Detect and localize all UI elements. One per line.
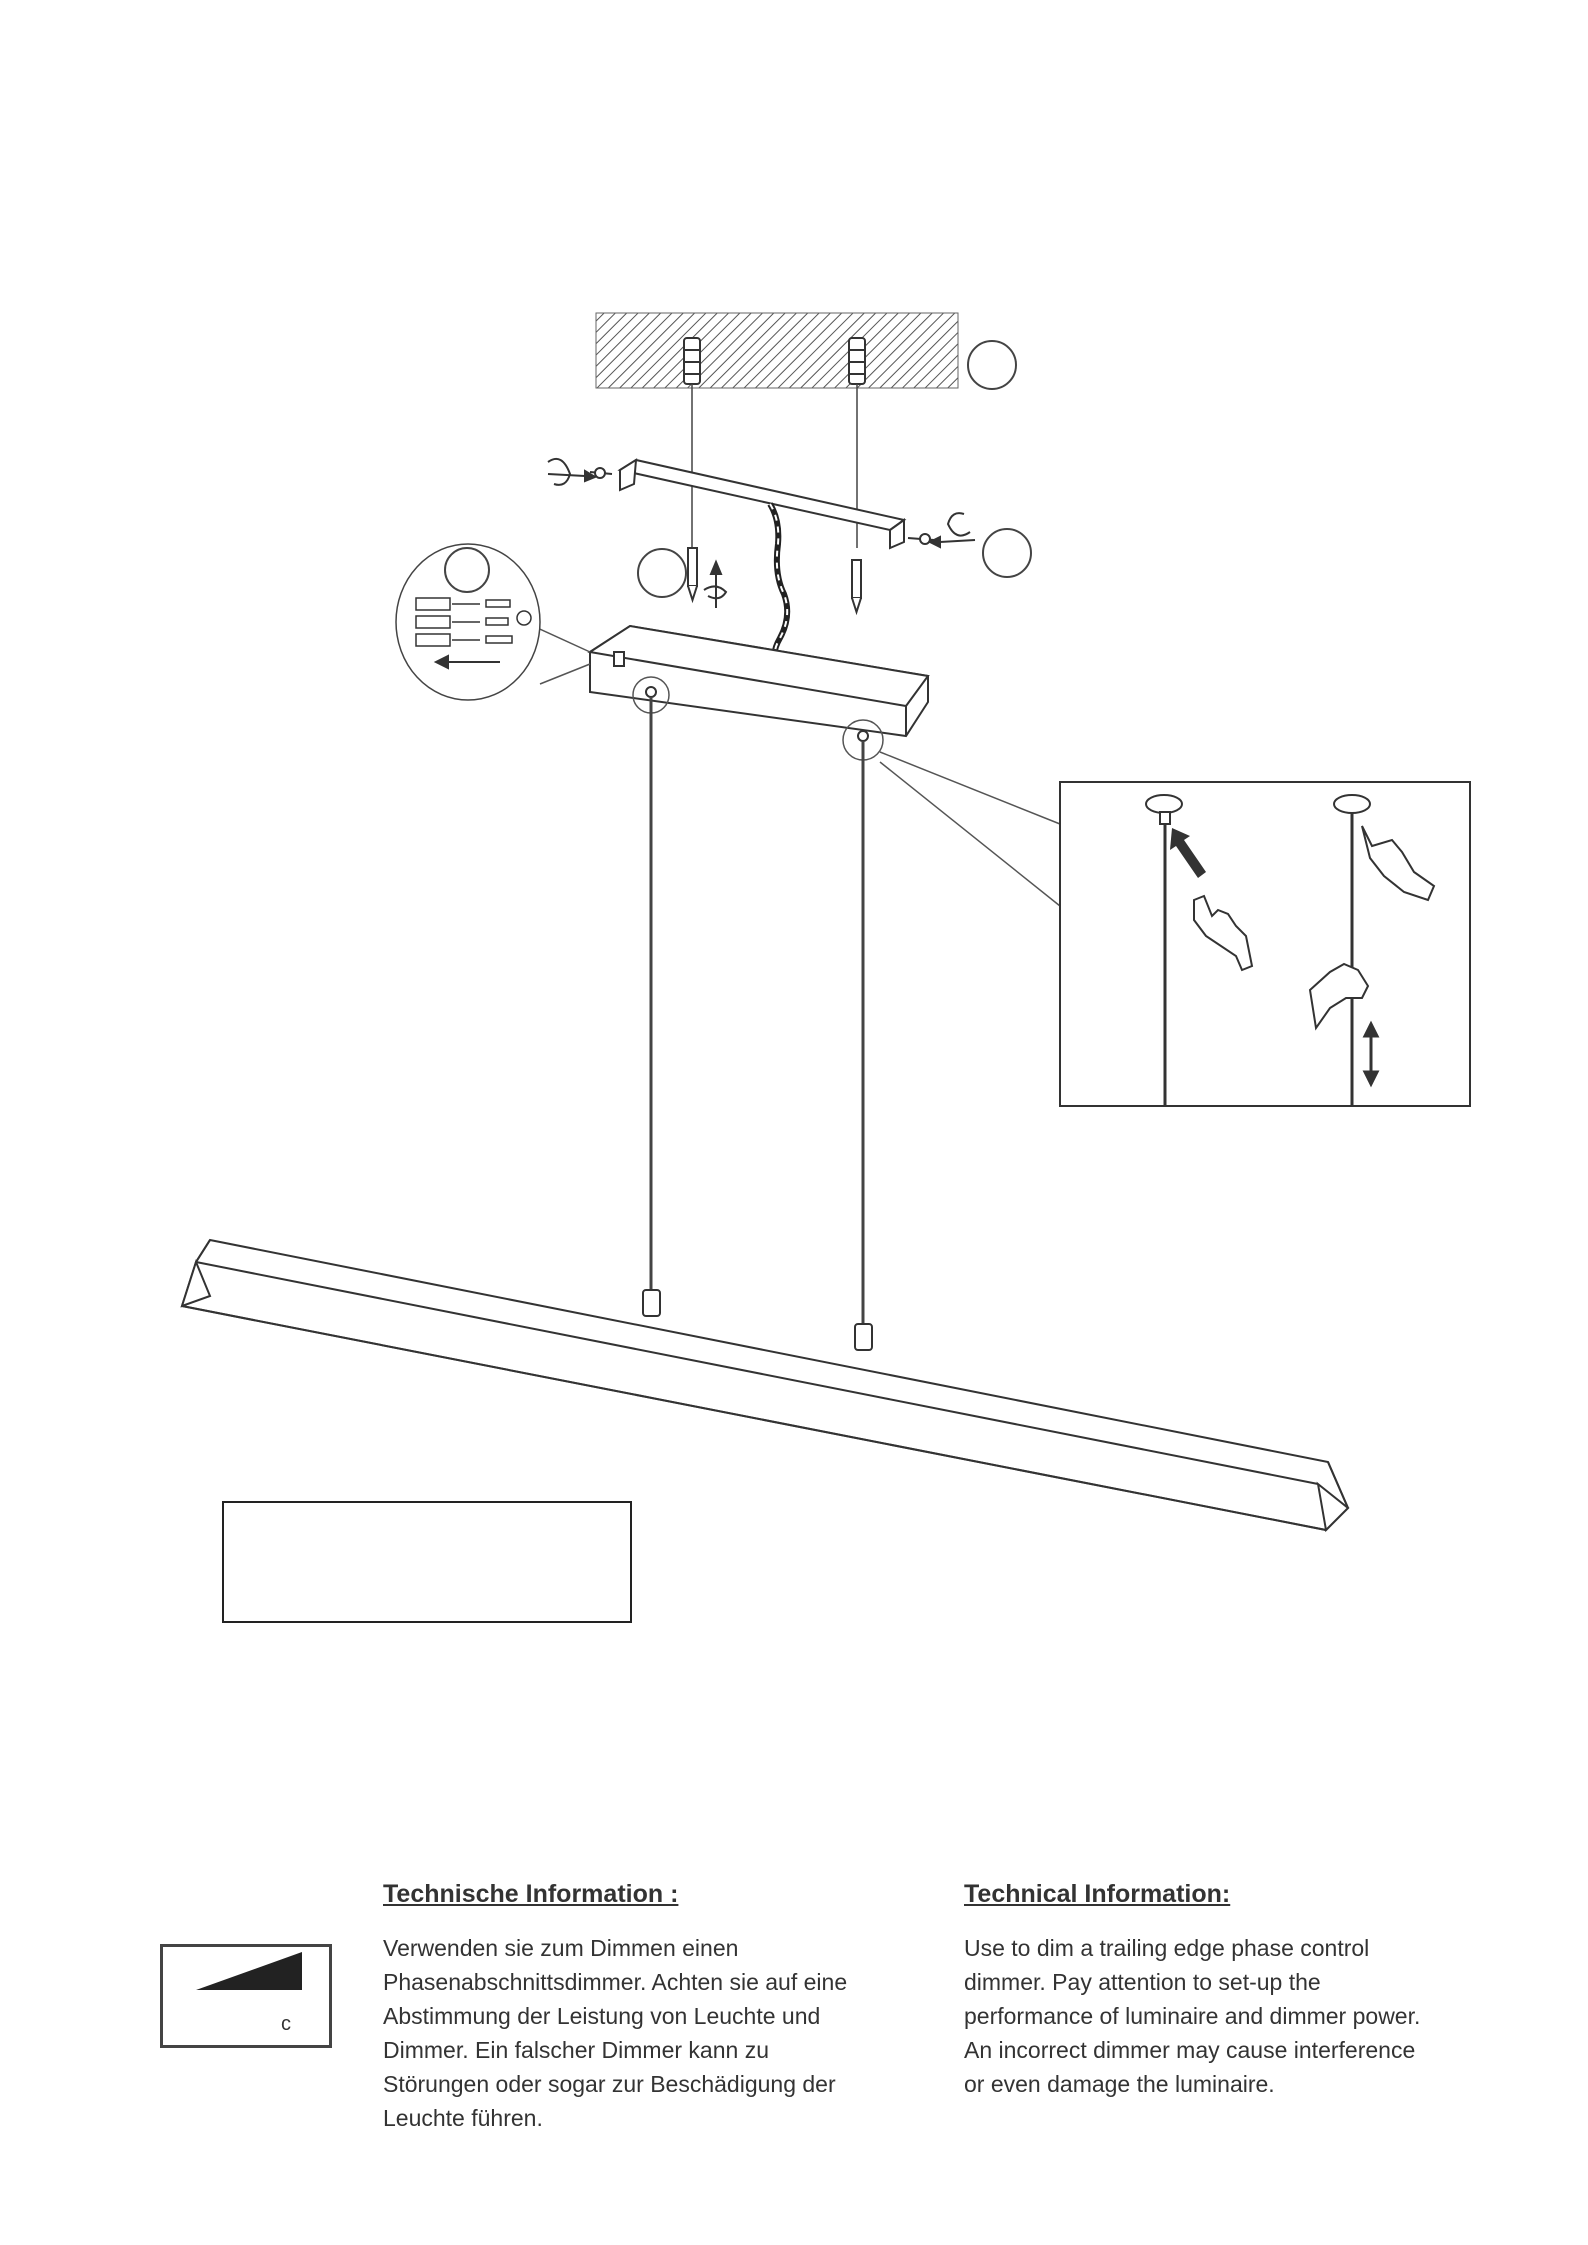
hand-pointing-icon [1193,894,1254,972]
up-down-arrow-icon [1362,1020,1380,1088]
terminal-block-callout [395,543,591,701]
dimmer-ramp-icon [196,1952,302,1990]
dimmer-symbol-box: c [160,1944,332,2048]
step-circle-ceiling [967,340,1017,390]
text-line: performance of luminaire and dimmer powe… [964,2003,1421,2029]
rotate-arrow-right-icon [927,512,976,549]
blank-label-box [222,1501,632,1623]
text-line: Dimmer. Ein falscher Dimmer kann zu [383,2037,769,2063]
text-line: Use to dim a trailing edge phase control [964,1935,1370,1961]
technical-info-german-heading: Technische Information : [383,1880,679,1908]
wall-plug-right [848,337,866,385]
screw-left [687,547,698,604]
technical-info-german: Technische Information : Verwenden sie z… [383,1880,943,2135]
side-screw-right [907,533,935,545]
rotate-arrow-up-icon [703,559,728,608]
rotate-arrow-left-icon [547,458,598,486]
luminaire-bar [180,1238,1350,1533]
step-circle-wiring [444,547,490,593]
technical-info-german-body: Verwenden sie zum Dimmen einen Phasenabs… [383,1931,943,2135]
arrow-left-icon [433,654,500,670]
dimmer-symbol-letter: c [281,2013,291,2035]
text-line: or even damage the luminaire. [964,2071,1275,2097]
text-line: Abstimmung der Leistung von Leuchte und [383,2003,821,2029]
wall-plug-left [683,337,701,385]
push-arrow-icon [1170,828,1206,878]
text-line: dimmer. Pay attention to set-up the [964,1969,1321,1995]
hand-pressing-icon [1361,825,1436,902]
technical-info-english-body: Use to dim a trailing edge phase control… [964,1931,1484,2101]
hand-holding-cable-icon [1308,962,1370,1031]
text-line: Phasenabschnittsdimmer. Achten sie auf e… [383,1969,848,1995]
cable-clamp-right [854,1323,873,1351]
text-line: An incorrect dimmer may cause interferen… [964,2037,1416,2063]
technical-info-english: Technical Information: Use to dim a trai… [964,1880,1484,2101]
ceiling-hatched [595,312,959,389]
canopy-box [587,624,930,738]
step-circle-side-screw [982,528,1032,578]
step-circle-screw [637,548,687,598]
cable-adjust-detail [1059,781,1471,1107]
mounting-bracket [617,458,907,550]
side-screw-left [589,467,613,479]
cable-clamp-left [642,1289,661,1317]
text-line: Leuchte führen. [383,2105,543,2131]
screw-right [851,559,862,616]
text-line: Störungen oder sogar zur Beschädigung de… [383,2071,836,2097]
technical-info-english-heading: Technical Information: [964,1880,1231,1908]
text-line: Verwenden sie zum Dimmen einen [383,1935,739,1961]
